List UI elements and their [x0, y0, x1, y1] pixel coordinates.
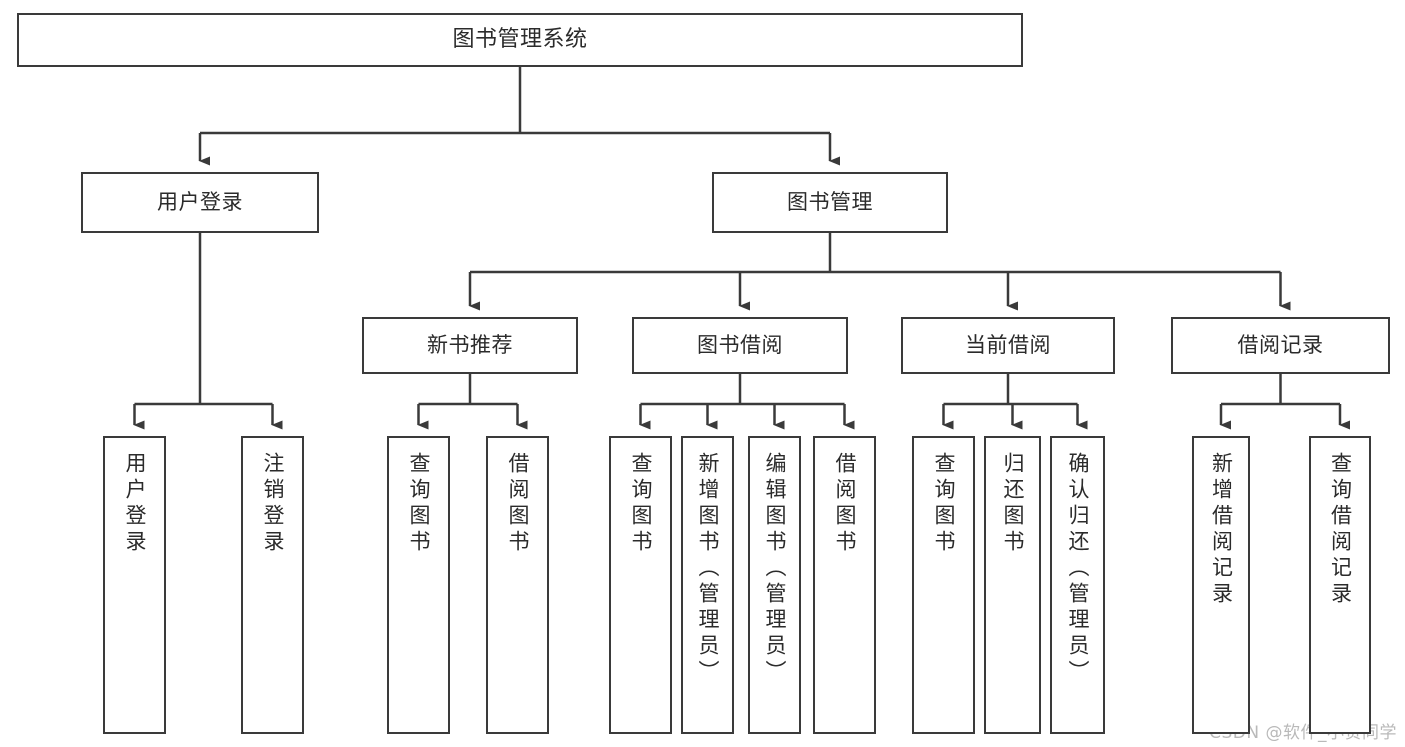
node-leaf-query-book-cur[interactable]: 查询图书 — [912, 436, 975, 734]
node-book-borrow[interactable]: 图书借阅 — [632, 317, 848, 374]
node-leaf-query-book-borrow[interactable]: 查询图书 — [609, 436, 672, 734]
node-leaf-query-record[interactable]: 查询借阅记录 — [1309, 436, 1371, 734]
node-label: 借阅记录 — [1237, 332, 1324, 357]
node-leaf-return-book[interactable]: 归还图书 — [984, 436, 1041, 734]
node-label: 查询借阅记录 — [1328, 452, 1353, 608]
node-leaf-user-login[interactable]: 用户登录 — [103, 436, 166, 734]
node-label: 归还图书 — [1001, 452, 1025, 556]
node-current-borrow[interactable]: 当前借阅 — [901, 317, 1115, 374]
node-label: 图书借阅 — [697, 332, 783, 357]
node-root-title[interactable]: 图书管理系统 — [17, 13, 1023, 67]
node-label: 当前借阅 — [965, 332, 1051, 357]
node-user-login[interactable]: 用户登录 — [81, 172, 319, 233]
node-leaf-add-record[interactable]: 新增借阅记录 — [1192, 436, 1250, 734]
node-leaf-borrow-book-rec[interactable]: 借阅图书 — [486, 436, 549, 734]
node-leaf-confirm-return[interactable]: 确认归还（管理员） — [1050, 436, 1105, 734]
node-label: 新增图书（管理员） — [696, 452, 720, 686]
node-label: 用户登录 — [157, 189, 243, 214]
node-new-book-rec[interactable]: 新书推荐 — [362, 317, 578, 374]
node-label: 图书管理系统 — [452, 26, 588, 52]
node-label: 查询图书 — [629, 452, 653, 556]
node-leaf-edit-book[interactable]: 编辑图书（管理员） — [748, 436, 801, 734]
node-leaf-add-book[interactable]: 新增图书（管理员） — [681, 436, 734, 734]
node-label: 查询图书 — [932, 452, 956, 556]
node-label: 确认归还（管理员） — [1066, 452, 1090, 686]
node-label: 图书管理 — [787, 189, 873, 214]
node-leaf-borrow-book[interactable]: 借阅图书 — [813, 436, 876, 734]
node-book-manage[interactable]: 图书管理 — [712, 172, 948, 233]
node-borrow-record[interactable]: 借阅记录 — [1171, 317, 1390, 374]
node-label: 新增借阅记录 — [1209, 452, 1234, 608]
node-label: 用户登录 — [123, 452, 147, 556]
node-label: 借阅图书 — [833, 452, 857, 556]
node-label: 注销登录 — [261, 452, 285, 556]
node-label: 借阅图书 — [506, 452, 530, 556]
node-leaf-user-logout[interactable]: 注销登录 — [241, 436, 304, 734]
node-label: 查询图书 — [407, 452, 431, 556]
node-label: 新书推荐 — [427, 332, 513, 357]
node-label: 编辑图书（管理员） — [763, 452, 787, 686]
node-leaf-query-book-rec[interactable]: 查询图书 — [387, 436, 450, 734]
